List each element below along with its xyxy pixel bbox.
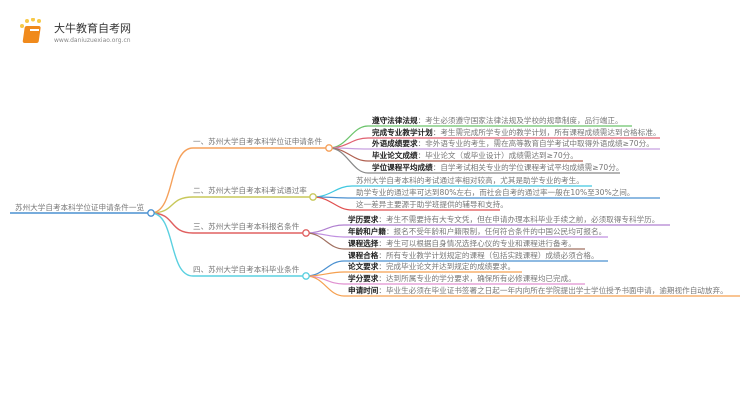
leaf-label: 课程合格 (348, 251, 379, 260)
branch-collapse-toggle[interactable] (325, 144, 333, 152)
book-logo-icon (20, 18, 41, 43)
root-topic: 苏州大学自考本科学位证申请条件一览 (15, 203, 145, 212)
leaf-label: 年龄和户籍 (348, 227, 386, 236)
leaf-text: ：考生可以根据自身情况选择心仪的专业和课程进行备考。 (378, 239, 576, 248)
leaf-label: 学分要求 (348, 274, 379, 283)
brand-name: 大牛教育自考网 (54, 22, 131, 35)
leaf-label: 外语成绩要求 (372, 139, 418, 148)
brand-url: www.daniuzuexiao.org.cn (54, 37, 131, 44)
leaf-label: 完成专业教学计划 (372, 128, 433, 137)
leaf-item: 论文要求：完成毕业论文并达到规定的成绩要求。 (348, 262, 515, 272)
leaf-text: ：毕业论文（或毕业设计）成绩需达到≥70分。 (417, 151, 578, 160)
leaf-text: ：达到所属专业的学分要求，确保所有必修课程均已完成。 (378, 274, 576, 283)
leaf-item: 毕业论文成绩：毕业论文（或毕业设计）成绩需达到≥70分。 (372, 151, 578, 161)
leaf-item: 学分要求：达到所属专业的学分要求，确保所有必修课程均已完成。 (348, 274, 576, 284)
leaf-text: ：毕业生必须在毕业证书签署之日起一年内向所在学院提出学士学位授予书面申请，逾期视… (378, 286, 728, 295)
branch-connector (150, 212, 306, 277)
leaf-connector (305, 232, 585, 250)
leaf-text: ：所有专业教学计划规定的课程（包括实践课程）成绩必须合格。 (378, 251, 599, 260)
leaf-label: 申请时间 (348, 286, 379, 295)
leaf-text: ：考生不需要持有大专文凭，但在申请办理本科毕业手续之前，必须取得专科学历。 (378, 215, 660, 224)
leaf-item: 年龄和户籍：报名不受年龄和户籍限制，任何符合条件的中国公民均可报名。 (348, 227, 606, 237)
leaf-text: ：报名不受年龄和户籍限制，任何符合条件的中国公民均可报名。 (385, 227, 607, 236)
leaf-text: 苏州大学自考本科的考试通过率相对较高，尤其是助学专业的考生。 (356, 176, 584, 185)
branch-collapse-toggle[interactable] (309, 193, 317, 201)
leaf-text: ：考生必须遵守国家法律法规及学校的规章制度，品行端正。 (417, 116, 623, 125)
leaf-connector (305, 275, 740, 297)
branch-title: 三、苏州大学自考本科报名条件 (193, 222, 300, 231)
leaf-text: ：自学考试相关专业的学位课程考试平均成绩需≥70分。 (432, 163, 624, 172)
branch-title: 一、苏州大学自考本科学位证申请条件 (193, 137, 323, 146)
leaf-item: 学历要求：考生不需要持有大专文凭，但在申请办理本科毕业手续之前，必须取得专科学历… (348, 215, 659, 225)
leaf-label: 学历要求 (348, 215, 379, 224)
leaf-item: 苏州大学自考本科的考试通过率相对较高，尤其是助学专业的考生。 (356, 176, 584, 186)
leaf-item: 完成专业教学计划：考生需完成所学专业的教学计划，所有课程成绩需达到合格标准。 (372, 128, 661, 138)
root-collapse-toggle[interactable] (147, 209, 155, 217)
leaf-text: ：非外语专业的考生，需在高等教育自学考试中取得外语成绩≥70分。 (417, 139, 654, 148)
branch-connector (150, 196, 313, 214)
leaf-item: 课程选择：考生可以根据自身情况选择心仪的专业和课程进行备考。 (348, 239, 576, 249)
leaf-label: 毕业论文成绩 (372, 151, 418, 160)
leaf-item: 课程合格：所有专业教学计划规定的课程（包括实践课程）成绩必须合格。 (348, 251, 599, 261)
branch-title: 二、苏州大学自考本科考试通过率 (193, 186, 307, 195)
leaf-item: 学位课程平均成绩：自学考试相关专业的学位课程考试平均成绩需≥70分。 (372, 163, 623, 173)
leaf-item: 申请时间：毕业生必须在毕业证书签署之日起一年内向所在学院提出学士学位授予书面申请… (348, 286, 728, 296)
leaf-label: 课程选择 (348, 239, 379, 248)
leaf-connector (328, 147, 620, 174)
leaf-label: 论文要求 (348, 262, 379, 271)
branch-collapse-toggle[interactable] (302, 229, 310, 237)
leaf-connector (312, 196, 500, 211)
branch-connector (150, 212, 306, 234)
leaf-item: 助学专业的通过率可达到80%左右，而社会自考的通过率一般在10%至30%之间。 (356, 188, 634, 198)
leaf-label: 遵守法律法规 (372, 116, 418, 125)
leaf-text: ：考生需完成所学专业的教学计划，所有课程成绩需达到合格标准。 (432, 128, 661, 137)
leaf-item: 遵守法律法规：考生必须遵守国家法律法规及学校的规章制度，品行端正。 (372, 116, 623, 126)
branch-collapse-toggle[interactable] (302, 272, 310, 280)
branch-connector (150, 147, 329, 214)
leaf-text: 助学专业的通过率可达到80%左右，而社会自考的通过率一般在10%至30%之间。 (356, 188, 635, 197)
leaf-text: ：完成毕业论文并达到规定的成绩要求。 (378, 262, 516, 271)
leaf-item: 外语成绩要求：非外语专业的考生，需在高等教育自学考试中取得外语成绩≥70分。 (372, 139, 654, 149)
leaf-label: 学位课程平均成绩 (372, 163, 433, 172)
leaf-item: 这一差异主要源于助学班提供的辅导和支持。 (356, 200, 508, 210)
leaf-text: 这一差异主要源于助学班提供的辅导和支持。 (356, 200, 508, 209)
branch-title: 四、苏州大学自考本科毕业条件 (193, 265, 300, 274)
